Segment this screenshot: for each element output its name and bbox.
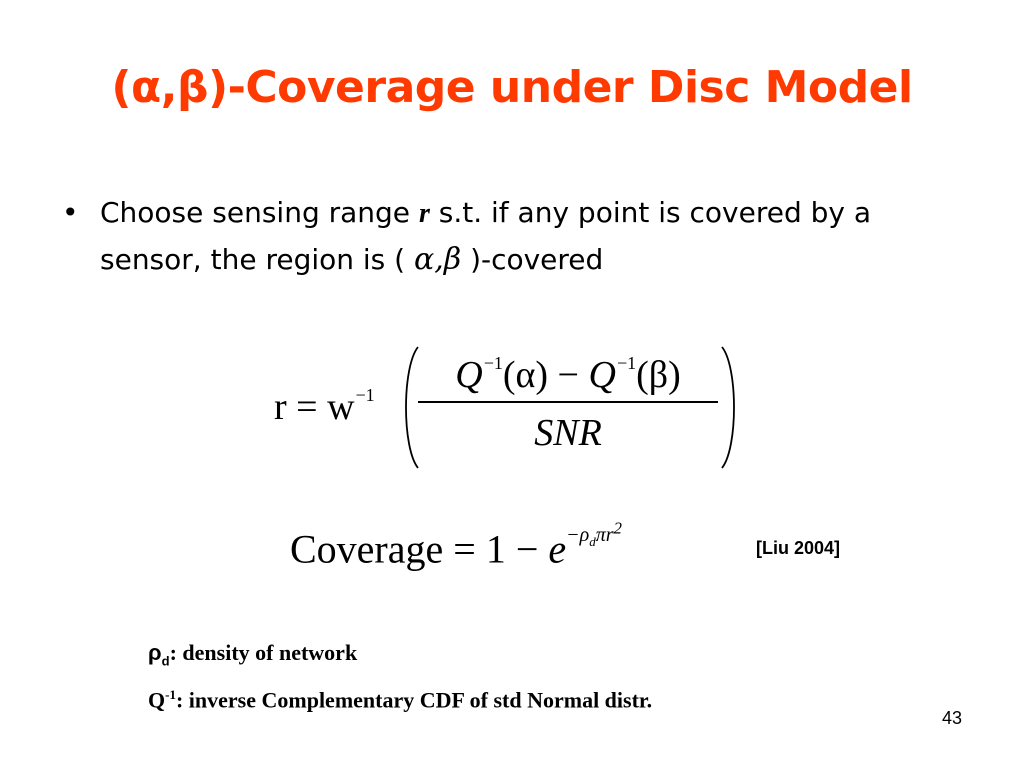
fraction-bar [418, 401, 718, 403]
exponent-subscript: d [589, 533, 596, 549]
alpha-symbol: α [414, 242, 435, 277]
q2-symbol: Q [588, 354, 616, 396]
rho-subscript: d [161, 653, 170, 669]
q2-exponent: −1 [616, 353, 637, 373]
q1-argument: (α) − [502, 354, 589, 396]
comma-symbol: , [434, 242, 444, 277]
equation1-denominator: SNR [534, 411, 602, 454]
citation: [Liu 2004] [756, 538, 841, 558]
coverage-lhs: Coverage [290, 526, 444, 572]
equation1-lhs: r = w−1 [274, 385, 375, 429]
coverage-equation: Coverage = 1 − e−ρdπr2 [290, 518, 622, 573]
bullet-text: Choose sensing range r s.t. if any point… [100, 190, 962, 283]
equation1-lhs-text: r = w [274, 386, 355, 428]
exponent-part-a: −ρ [566, 523, 590, 546]
beta-symbol: β [443, 242, 462, 277]
exponent-superscript: 2 [613, 518, 622, 537]
right-paren-icon [721, 346, 735, 469]
note-density: ρd: density of network [148, 636, 652, 678]
equation1-lhs-exponent: −1 [355, 385, 375, 405]
variable-r: r [418, 198, 430, 229]
exponent-part-b: πr [595, 523, 614, 546]
bullet-point: • Choose sensing range r s.t. if any poi… [62, 190, 962, 283]
note-density-text: : density of network [169, 640, 358, 665]
bullet-marker: • [62, 196, 79, 229]
note-q-inverse-text: : inverse Complementary CDF of std Norma… [175, 687, 653, 713]
notes: ρd: density of network Q-1: inverse Comp… [148, 636, 652, 718]
left-paren-icon [405, 346, 419, 469]
coverage-exponent: −ρdπr2 [566, 518, 622, 549]
bullet-text-a: Choose sensing range [100, 196, 419, 229]
rho-symbol: ρ [148, 640, 162, 665]
note-q-inverse: Q-1: inverse Complementary CDF of std No… [148, 678, 652, 717]
coverage-rhs: = 1 − [443, 526, 549, 572]
equation1-numerator: Q−1(α) − Q−1(β) [418, 353, 718, 397]
bullet-text-b: s.t. if any point is covered by a sensor… [100, 196, 872, 276]
q-superscript: -1 [165, 687, 176, 703]
q-symbol: Q [148, 687, 166, 713]
slide-title: (α,β)-Coverage under Disc Model [111, 62, 913, 113]
equation1-fraction: Q−1(α) − Q−1(β) SNR [418, 353, 718, 455]
q1-exponent: −1 [483, 353, 503, 373]
e-symbol: e [548, 526, 567, 572]
q2-argument: (β) [636, 354, 681, 396]
page-number: 43 [941, 708, 962, 728]
q1-symbol: Q [455, 354, 483, 396]
bullet-text-c: )-covered [470, 243, 604, 276]
